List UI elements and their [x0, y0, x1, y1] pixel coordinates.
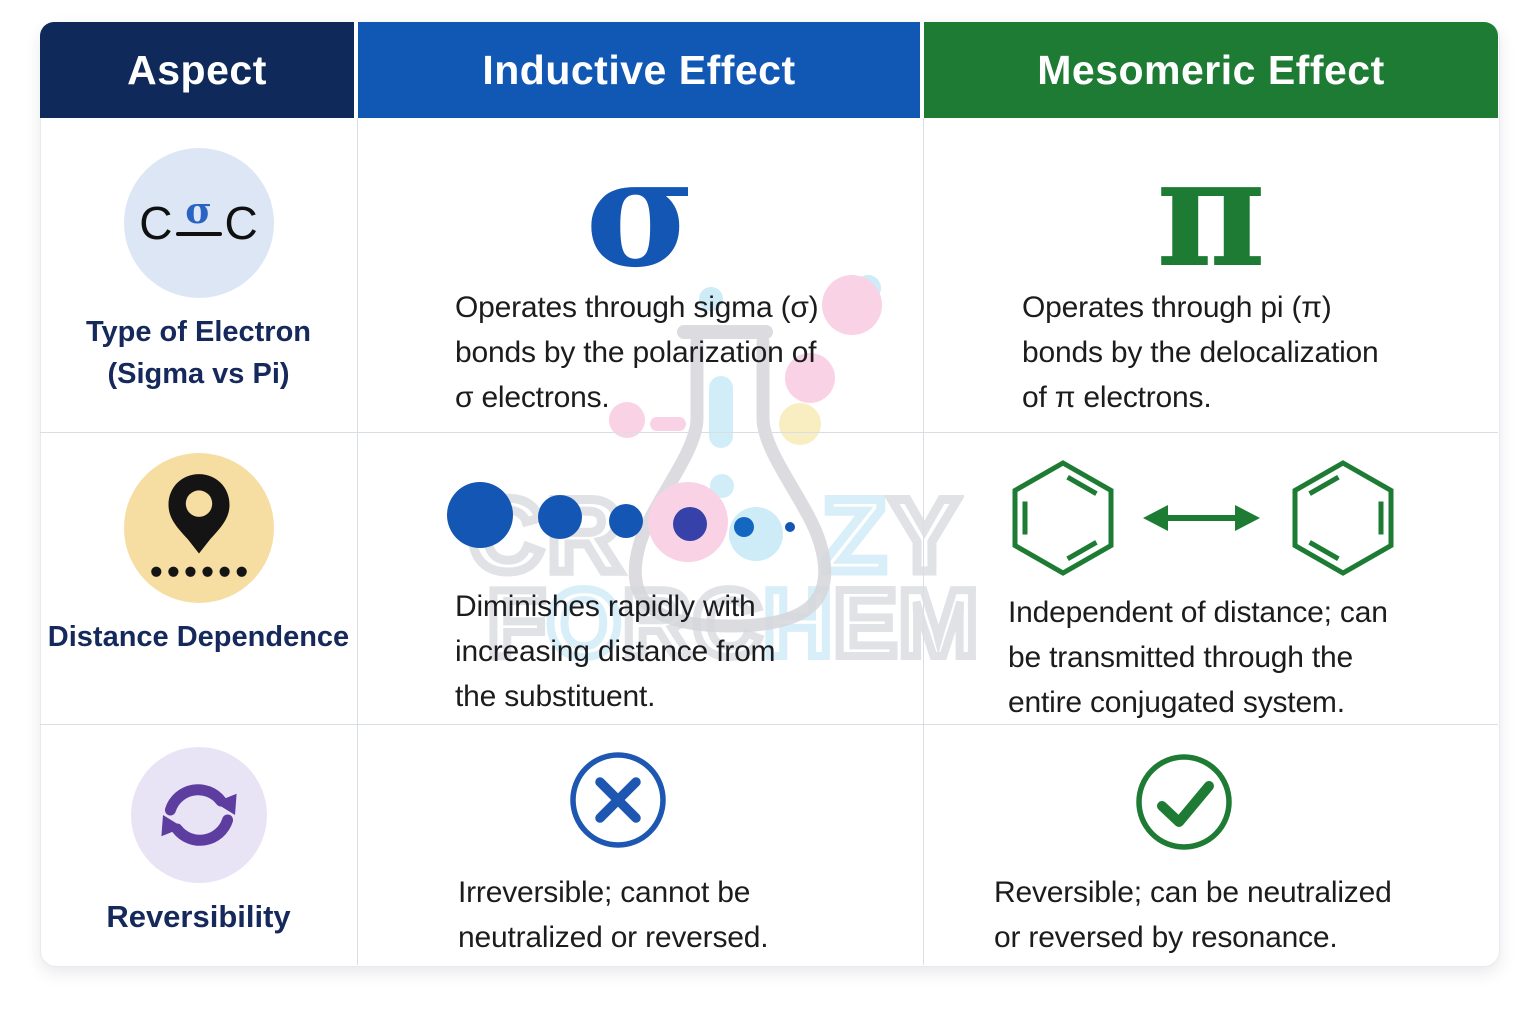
- header-inductive-label: Inductive Effect: [482, 46, 796, 93]
- check-circle-icon: [1136, 754, 1232, 850]
- comparison-table: Aspect Inductive Effect Mesomeric Effect…: [40, 22, 1498, 965]
- cycle-arrows-icon: [130, 747, 267, 883]
- cell-type-of-electron-aspect: C σ C Type of Electron (Sigma vs Pi): [40, 118, 358, 433]
- mesomeric-electron-text: Operates through pi (π) bonds by the del…: [1022, 291, 1379, 414]
- pi-symbol: π: [1156, 125, 1266, 301]
- cross-circle-icon: [570, 752, 666, 848]
- inductive-electron-text: Operates through sigma (σ) bonds by the …: [455, 291, 819, 414]
- cell-inductive-distance: Diminishes rapidly with increasing dista…: [358, 433, 924, 725]
- mesomeric-distance-text: Independent of distance; can be transmit…: [1008, 596, 1388, 719]
- cell-mesomeric-distance: Independent of distance; can be transmit…: [924, 433, 1498, 725]
- header-mesomeric-effect: Mesomeric Effect: [924, 22, 1498, 118]
- sigma-label: σ: [185, 189, 212, 232]
- c-c-bond: C σ C: [139, 193, 258, 249]
- aspect-label: Reversibility: [106, 899, 291, 934]
- inductive-distance-text: Diminishes rapidly with increasing dista…: [455, 590, 776, 713]
- cell-mesomeric-reversibility: Reversible; can be neutralized or revers…: [924, 725, 1498, 965]
- cell-inductive-reversibility: Irreversible; cannot be neutralized or r…: [358, 725, 924, 965]
- cell-mesomeric-electron-type: π Operates through pi (π) bonds by the d…: [924, 118, 1498, 433]
- location-pin-icon: [123, 453, 274, 603]
- header-inductive-effect: Inductive Effect: [358, 22, 924, 118]
- sigma-symbol: σ: [585, 125, 696, 301]
- right-atom: C: [224, 197, 258, 249]
- mesomeric-reversibility-text: Reversible; can be neutralized or revers…: [994, 876, 1392, 954]
- bond-middle: σ: [175, 189, 222, 236]
- aspect-label: Type of Electron (Sigma vs Pi): [85, 316, 312, 390]
- cell-distance-dependence-aspect: Distance Dependence: [40, 433, 358, 725]
- resonance-structures-icon: [1012, 460, 1394, 576]
- sigma-bond-icon: C σ C: [123, 148, 274, 298]
- header-aspect: Aspect: [40, 22, 358, 118]
- header-aspect-label: Aspect: [127, 46, 267, 93]
- aspect-label: Distance Dependence: [47, 621, 350, 653]
- cell-inductive-electron-type: σ Operates through sigma (σ) bonds by th…: [358, 118, 924, 433]
- left-atom: C: [139, 197, 173, 249]
- cell-reversibility-aspect: Reversibility: [40, 725, 358, 965]
- inductive-reversibility-text: Irreversible; cannot be neutralized or r…: [458, 876, 769, 954]
- header-mesomeric-label: Mesomeric Effect: [1037, 46, 1385, 93]
- bond-line: [175, 231, 222, 236]
